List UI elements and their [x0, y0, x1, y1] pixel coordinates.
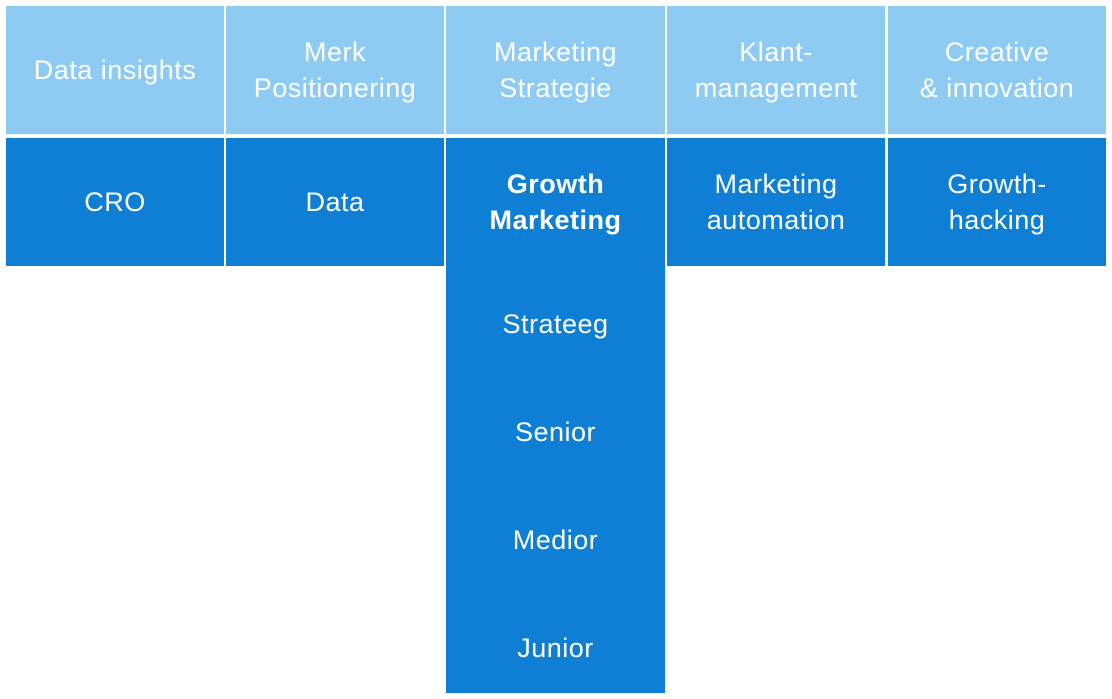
level-junior: Junior	[517, 632, 594, 663]
level-strateeg: Strateeg	[502, 308, 609, 339]
top-cell-klantmanagement: Klant- management	[667, 6, 885, 134]
mid-cell-data: Data	[226, 138, 444, 266]
mid-cell-marketing-automation: Marketing automation	[667, 138, 885, 266]
top-cell-creative-innovation: Creative & innovation	[888, 6, 1106, 134]
mid-cell-growth-hacking: Growth- hacking	[888, 138, 1106, 266]
level-medior: Medior	[512, 524, 599, 555]
top-cell-marketing-strategie: Marketing Strategie	[446, 6, 665, 134]
level-senior: Senior	[514, 416, 597, 447]
mid-cell-cro: CRO	[6, 138, 224, 266]
levels-column: Strateeg Senior Medior Junior	[446, 266, 665, 693]
top-cell-merk-positionering: Merk Positionering	[226, 6, 444, 134]
top-cell-data-insights: Data insights	[6, 6, 224, 134]
mid-cell-growth-marketing: Growth Marketing	[446, 138, 665, 266]
